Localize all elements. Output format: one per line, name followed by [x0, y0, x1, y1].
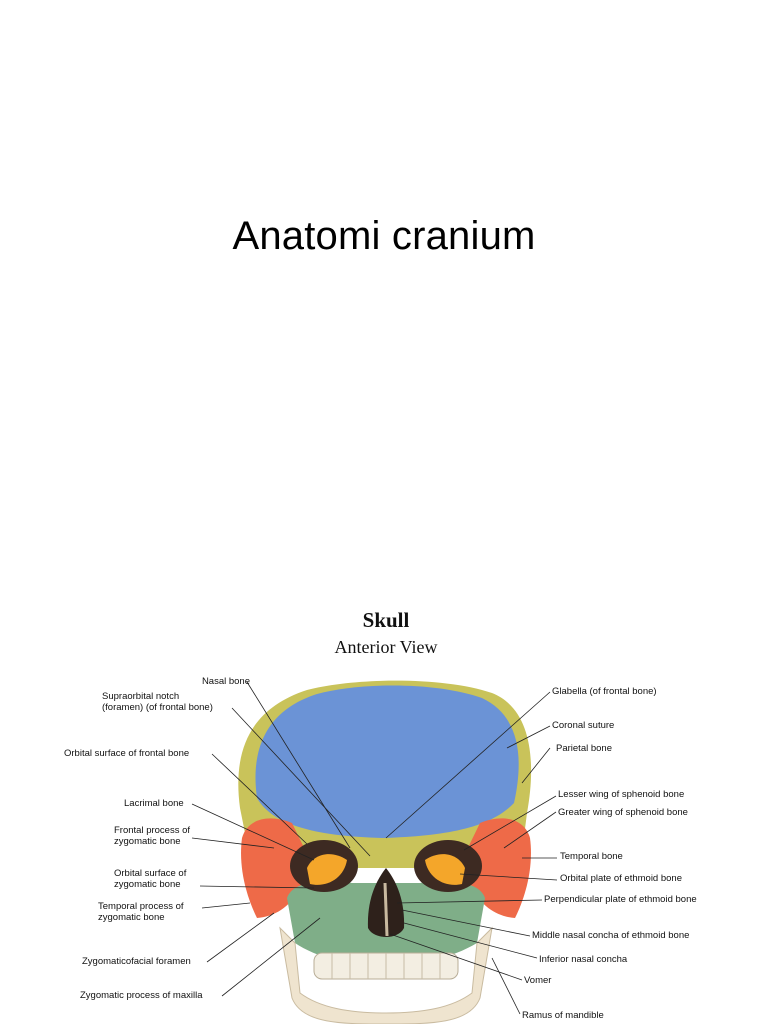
- skull-illustration: [191, 680, 558, 1024]
- label-ramus-mandible: Ramus of mandible: [522, 1010, 604, 1021]
- frontal-bone-shape: [255, 685, 519, 838]
- label-zygomatic-process-maxilla: Zygomatic process of maxilla: [80, 990, 203, 1001]
- label-parietal-bone: Parietal bone: [556, 743, 612, 754]
- label-greater-wing-sphenoid: Greater wing of sphenoid bone: [558, 807, 688, 818]
- label-orbital-surface-frontal: Orbital surface of frontal bone: [64, 748, 190, 759]
- nasal-septum: [383, 882, 389, 937]
- sphenoid-wing-left: [307, 854, 347, 885]
- label-glabella: Glabella (of frontal bone): [552, 686, 657, 697]
- label-frontal-process-zygomatic: Frontal process of zygomatic bone: [114, 825, 191, 847]
- label-inferior-nasal-concha: Inferior nasal concha: [539, 954, 628, 965]
- slide-title: Anatomi cranium: [232, 214, 536, 258]
- figure-title: Skull: [362, 608, 410, 632]
- label-temporal-bone: Temporal bone: [560, 851, 623, 862]
- leader-lines-right: [385, 691, 558, 1015]
- label-supraorbital-notch: Supraorbital notch (foramen) (of frontal…: [102, 691, 213, 713]
- label-vomer: Vomer: [524, 975, 552, 986]
- skull-figure: Skull Anterior View Nasal bone Supraorbi…: [52, 598, 720, 1024]
- label-orbital-surface-zygomatic: Orbital surface of zygomatic bone: [114, 868, 187, 890]
- sphenoid-wing-right: [425, 854, 465, 885]
- label-perpendicular-plate-ethmoid: Perpendicular plate of ethmoid bone: [544, 894, 697, 905]
- label-temporal-process-zygomatic: Temporal process of zygomatic bone: [98, 901, 184, 923]
- leader-lines-left: [191, 681, 371, 997]
- label-nasal-bone: Nasal bone: [201, 676, 250, 687]
- figure-subtitle: Anterior View: [334, 637, 438, 657]
- label-coronal-suture: Coronal suture: [552, 720, 615, 731]
- label-middle-nasal-concha: Middle nasal concha of ethmoid bone: [532, 930, 690, 941]
- label-orbital-plate-ethmoid: Orbital plate of ethmoid bone: [560, 873, 682, 884]
- label-lacrimal-bone: Lacrimal bone: [124, 798, 184, 809]
- label-zygomaticofacial-foramen: Zygomaticofacial foramen: [82, 956, 191, 967]
- label-lesser-wing-sphenoid: Lesser wing of sphenoid bone: [558, 789, 685, 800]
